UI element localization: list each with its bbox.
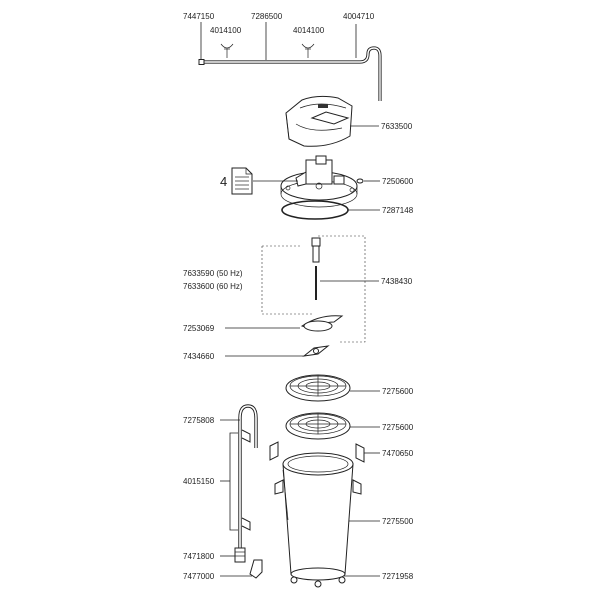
label-4014100-right: 4014100 xyxy=(293,26,325,35)
seal-ring xyxy=(281,200,349,220)
label-7633500: 7633500 xyxy=(381,122,413,131)
label-7250600: 7250600 xyxy=(382,177,414,186)
label-7633600: 7633600 (60 Hz) xyxy=(183,282,243,291)
label-7633590: 7633590 (50 Hz) xyxy=(183,269,243,278)
label-7286500: 7286500 xyxy=(251,12,283,21)
filter-grid-bottom xyxy=(285,412,351,440)
motor-head-cover xyxy=(285,95,379,147)
label-7275500: 7275500 xyxy=(382,517,414,526)
label-7447150: 7447150 xyxy=(183,12,215,21)
document-icon xyxy=(231,167,253,195)
label-7477000: 7477000 xyxy=(183,572,215,581)
filter-grid-top xyxy=(285,374,351,402)
end-cap-part xyxy=(198,59,205,65)
label-7434660: 7434660 xyxy=(183,352,215,361)
label-7287148: 7287148 xyxy=(382,206,414,215)
document-number: 4 xyxy=(220,174,227,189)
label-4004710: 4004710 xyxy=(343,12,375,21)
label-7471800: 7471800 xyxy=(183,552,215,561)
label-4015150: 4015150 xyxy=(183,477,215,486)
label-7470650: 7470650 xyxy=(382,449,414,458)
canister-clips xyxy=(269,441,365,463)
label-7253069: 7253069 xyxy=(183,324,215,333)
suction-cup-left xyxy=(220,43,234,58)
label-7271958: 7271958 xyxy=(382,572,414,581)
outlet-tube-assembly xyxy=(198,22,382,101)
impeller-group xyxy=(261,235,379,343)
label-4014100-left: 4014100 xyxy=(210,26,242,35)
label-7275600-bottom: 7275600 xyxy=(382,423,414,432)
impeller-blade xyxy=(302,345,330,357)
canister-body xyxy=(274,452,362,588)
intake-tube xyxy=(234,404,263,579)
label-7275808: 7275808 xyxy=(183,416,215,425)
label-7275600-top: 7275600 xyxy=(382,387,414,396)
small-o-ring-part xyxy=(356,178,364,184)
label-7438430: 7438430 xyxy=(381,277,413,286)
pump-head xyxy=(280,155,358,208)
suction-cup-right xyxy=(301,43,315,58)
